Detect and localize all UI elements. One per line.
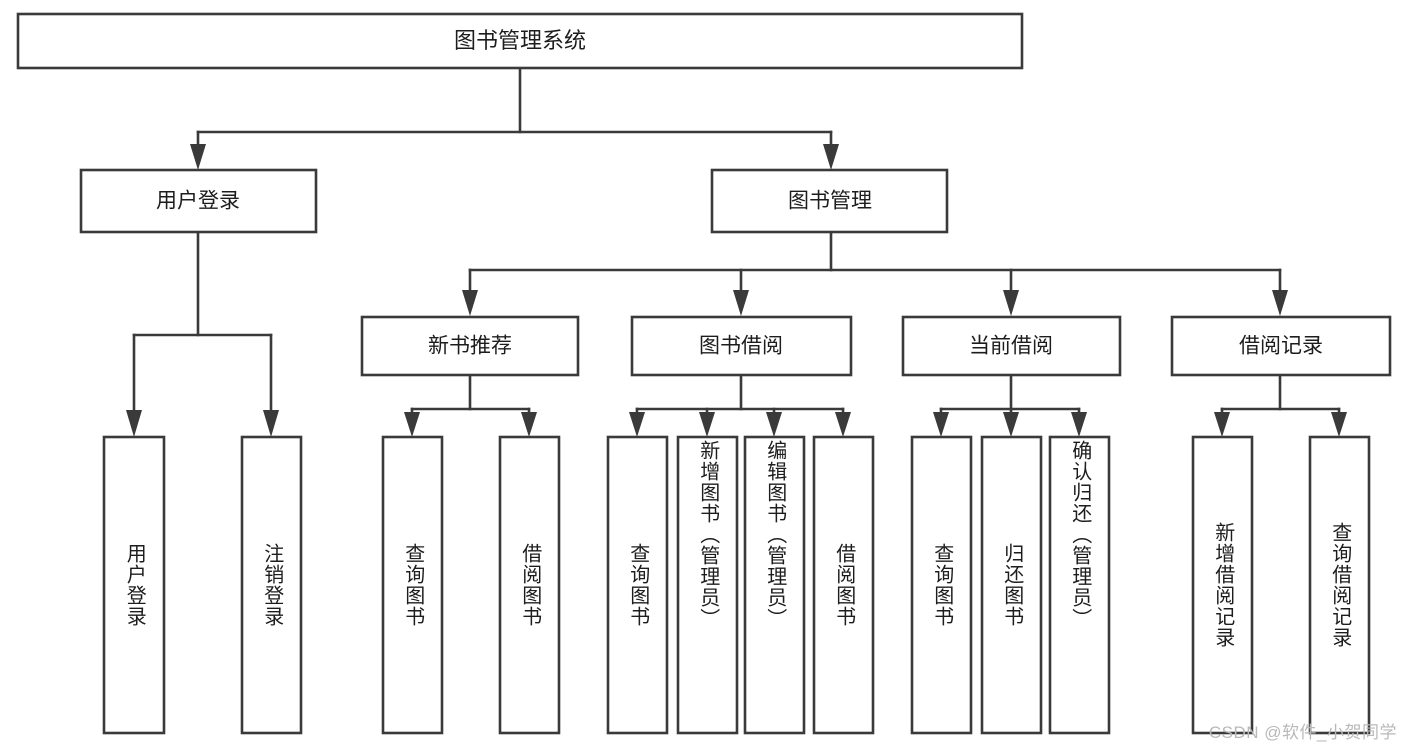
arrow-leaf-edit-book	[766, 412, 782, 437]
leaf-box-borrow-book-2[interactable]	[812, 435, 875, 735]
node-book-borrow-label: 图书借阅	[699, 335, 783, 358]
node-book-management-label: 图书管理	[788, 190, 872, 213]
arrow-to-borrow-record	[1272, 290, 1288, 316]
arrow-to-book-borrow	[733, 290, 749, 316]
node-new-book-recommend-box[interactable]	[360, 315, 580, 377]
arrow-leaf-add-record	[1214, 412, 1230, 437]
node-borrow-record[interactable]: 借阅记录	[1170, 315, 1392, 377]
arrow-to-user-login	[190, 144, 206, 170]
arrow-to-new-book	[462, 290, 478, 316]
node-user-login-label: 用户登录	[156, 190, 240, 213]
leaf-box-add-book[interactable]	[676, 435, 739, 735]
arrow-leaf-confirm-return	[1071, 412, 1087, 437]
leaf-box-query-record[interactable]	[1308, 435, 1371, 735]
node-book-borrow-box[interactable]	[630, 315, 853, 377]
arrow-leaf-user-login	[126, 410, 142, 437]
node-current-borrow-label: 当前借阅	[969, 335, 1053, 358]
node-borrow-record-label: 借阅记录	[1239, 335, 1323, 358]
node-new-book-recommend[interactable]: 新书推荐	[360, 315, 580, 377]
leaf-box-logout[interactable]	[240, 435, 303, 735]
leaf-box-borrow-book-1[interactable]	[498, 435, 561, 735]
leaf-box-query-book-3[interactable]	[910, 435, 973, 735]
arrow-leaf-query-record	[1331, 412, 1347, 437]
node-user-login-box[interactable]	[79, 168, 318, 234]
leaf-box-query-book-2[interactable]	[606, 435, 669, 735]
arrow-leaf-borrow-book-1	[521, 412, 537, 437]
node-book-borrow[interactable]: 图书借阅	[630, 315, 853, 377]
node-book-management-box[interactable]	[710, 168, 949, 234]
node-user-login[interactable]: 用户登录	[79, 168, 318, 234]
arrow-leaf-query-book-2	[629, 412, 645, 437]
node-borrow-record-box[interactable]	[1170, 315, 1392, 377]
arrow-leaf-add-book	[699, 412, 715, 437]
arrow-leaf-query-book-3	[933, 412, 949, 437]
arrow-leaf-return-book	[1003, 412, 1019, 437]
node-book-management[interactable]: 图书管理	[710, 168, 949, 234]
arrow-leaf-borrow-book-2	[835, 412, 851, 437]
arrow-to-book-mgmt	[823, 144, 839, 170]
arrow-leaf-query-book-1	[404, 412, 420, 437]
leaf-box-confirm-return[interactable]	[1048, 435, 1111, 735]
node-new-book-recommend-label: 新书推荐	[428, 335, 512, 358]
node-current-borrow[interactable]: 当前借阅	[901, 315, 1122, 377]
leaf-box-edit-book[interactable]	[743, 435, 806, 735]
leaf-box-return-book[interactable]	[980, 435, 1043, 735]
node-root[interactable]: 图书管理系统	[16, 12, 1024, 70]
arrow-to-current-borrow	[1003, 290, 1019, 316]
arrow-leaf-logout	[263, 410, 279, 437]
connector-layer	[126, 66, 1347, 437]
leaf-box-user-login[interactable]	[102, 435, 166, 735]
leaf-box-layer	[102, 435, 1371, 735]
node-root-box[interactable]	[16, 12, 1024, 70]
csdn-watermark: CSDN @软件_小贺同学	[1208, 723, 1397, 742]
node-current-borrow-box[interactable]	[901, 315, 1122, 377]
leaf-box-query-book-1[interactable]	[381, 435, 444, 735]
leaf-box-add-record[interactable]	[1191, 435, 1254, 735]
node-root-label: 图书管理系统	[454, 28, 586, 53]
